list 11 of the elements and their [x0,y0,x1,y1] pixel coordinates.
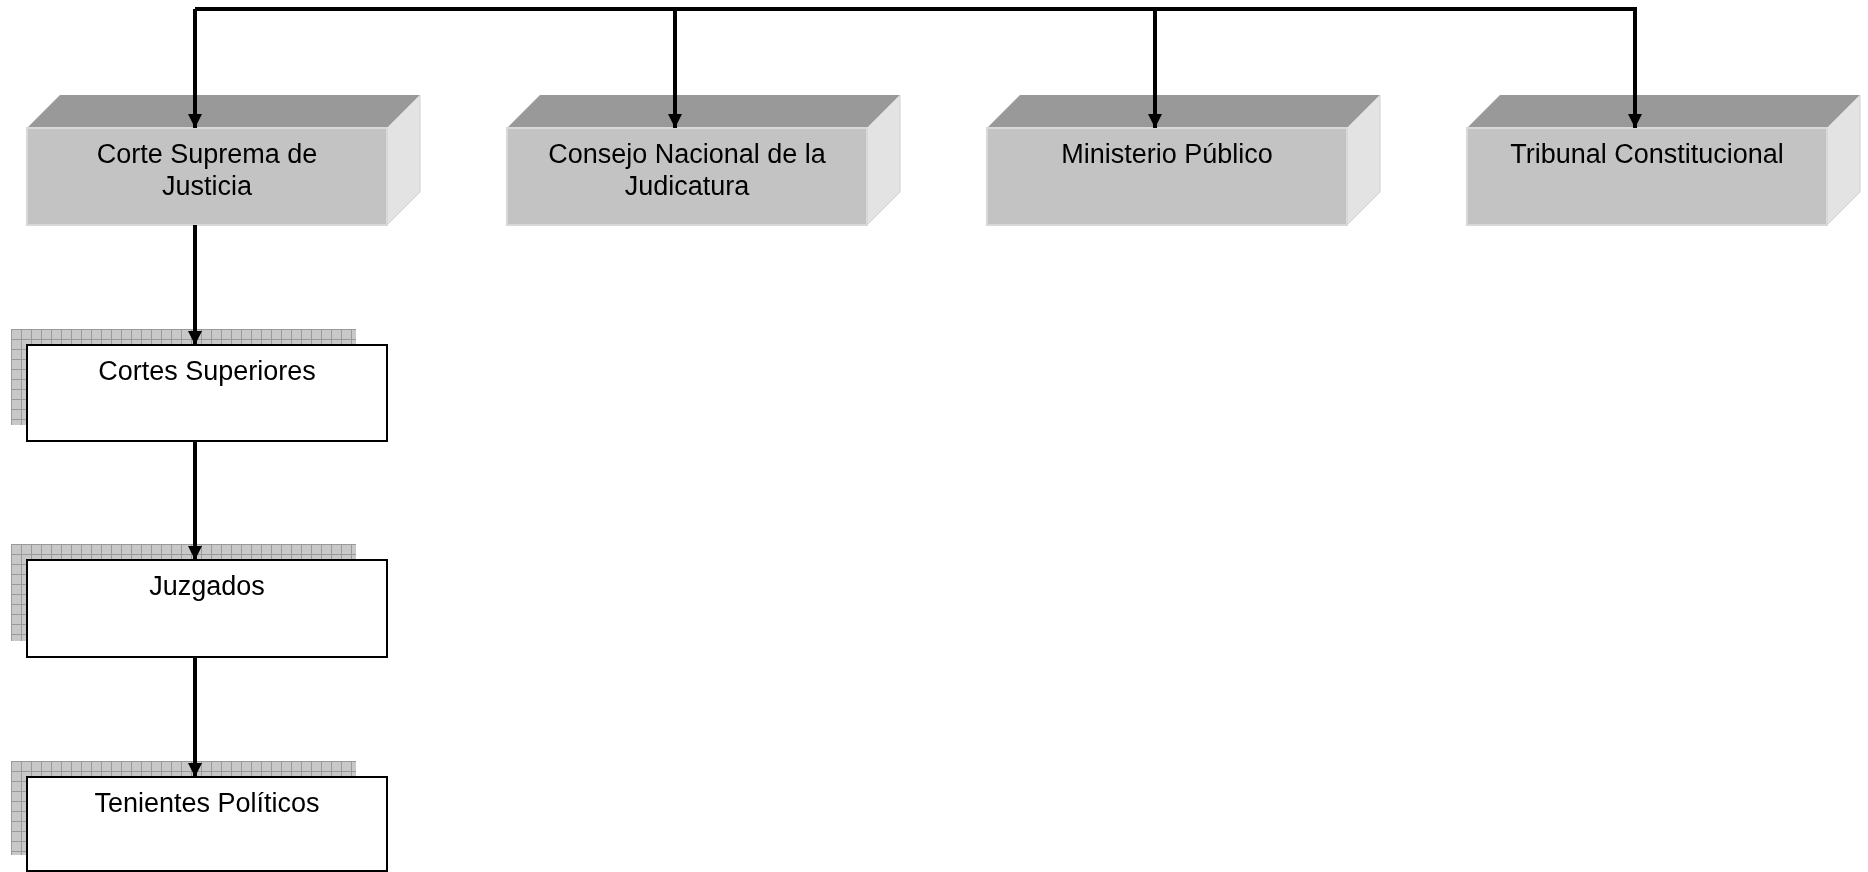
box-label: Corte Suprema de Justicia [95,138,319,202]
box-label: Ministerio Público [1060,138,1274,170]
arrow [188,225,202,345]
box-label: Juzgados [148,570,266,602]
box-label: Consejo Nacional de la Judicatura [547,138,827,202]
arrow [188,441,202,560]
box-label: Tribunal Constitucional [1509,138,1785,170]
arrow [188,657,202,777]
box-label: Tenientes Políticos [93,787,321,819]
arrow [188,7,202,128]
box-label: Cortes Superiores [97,355,317,387]
